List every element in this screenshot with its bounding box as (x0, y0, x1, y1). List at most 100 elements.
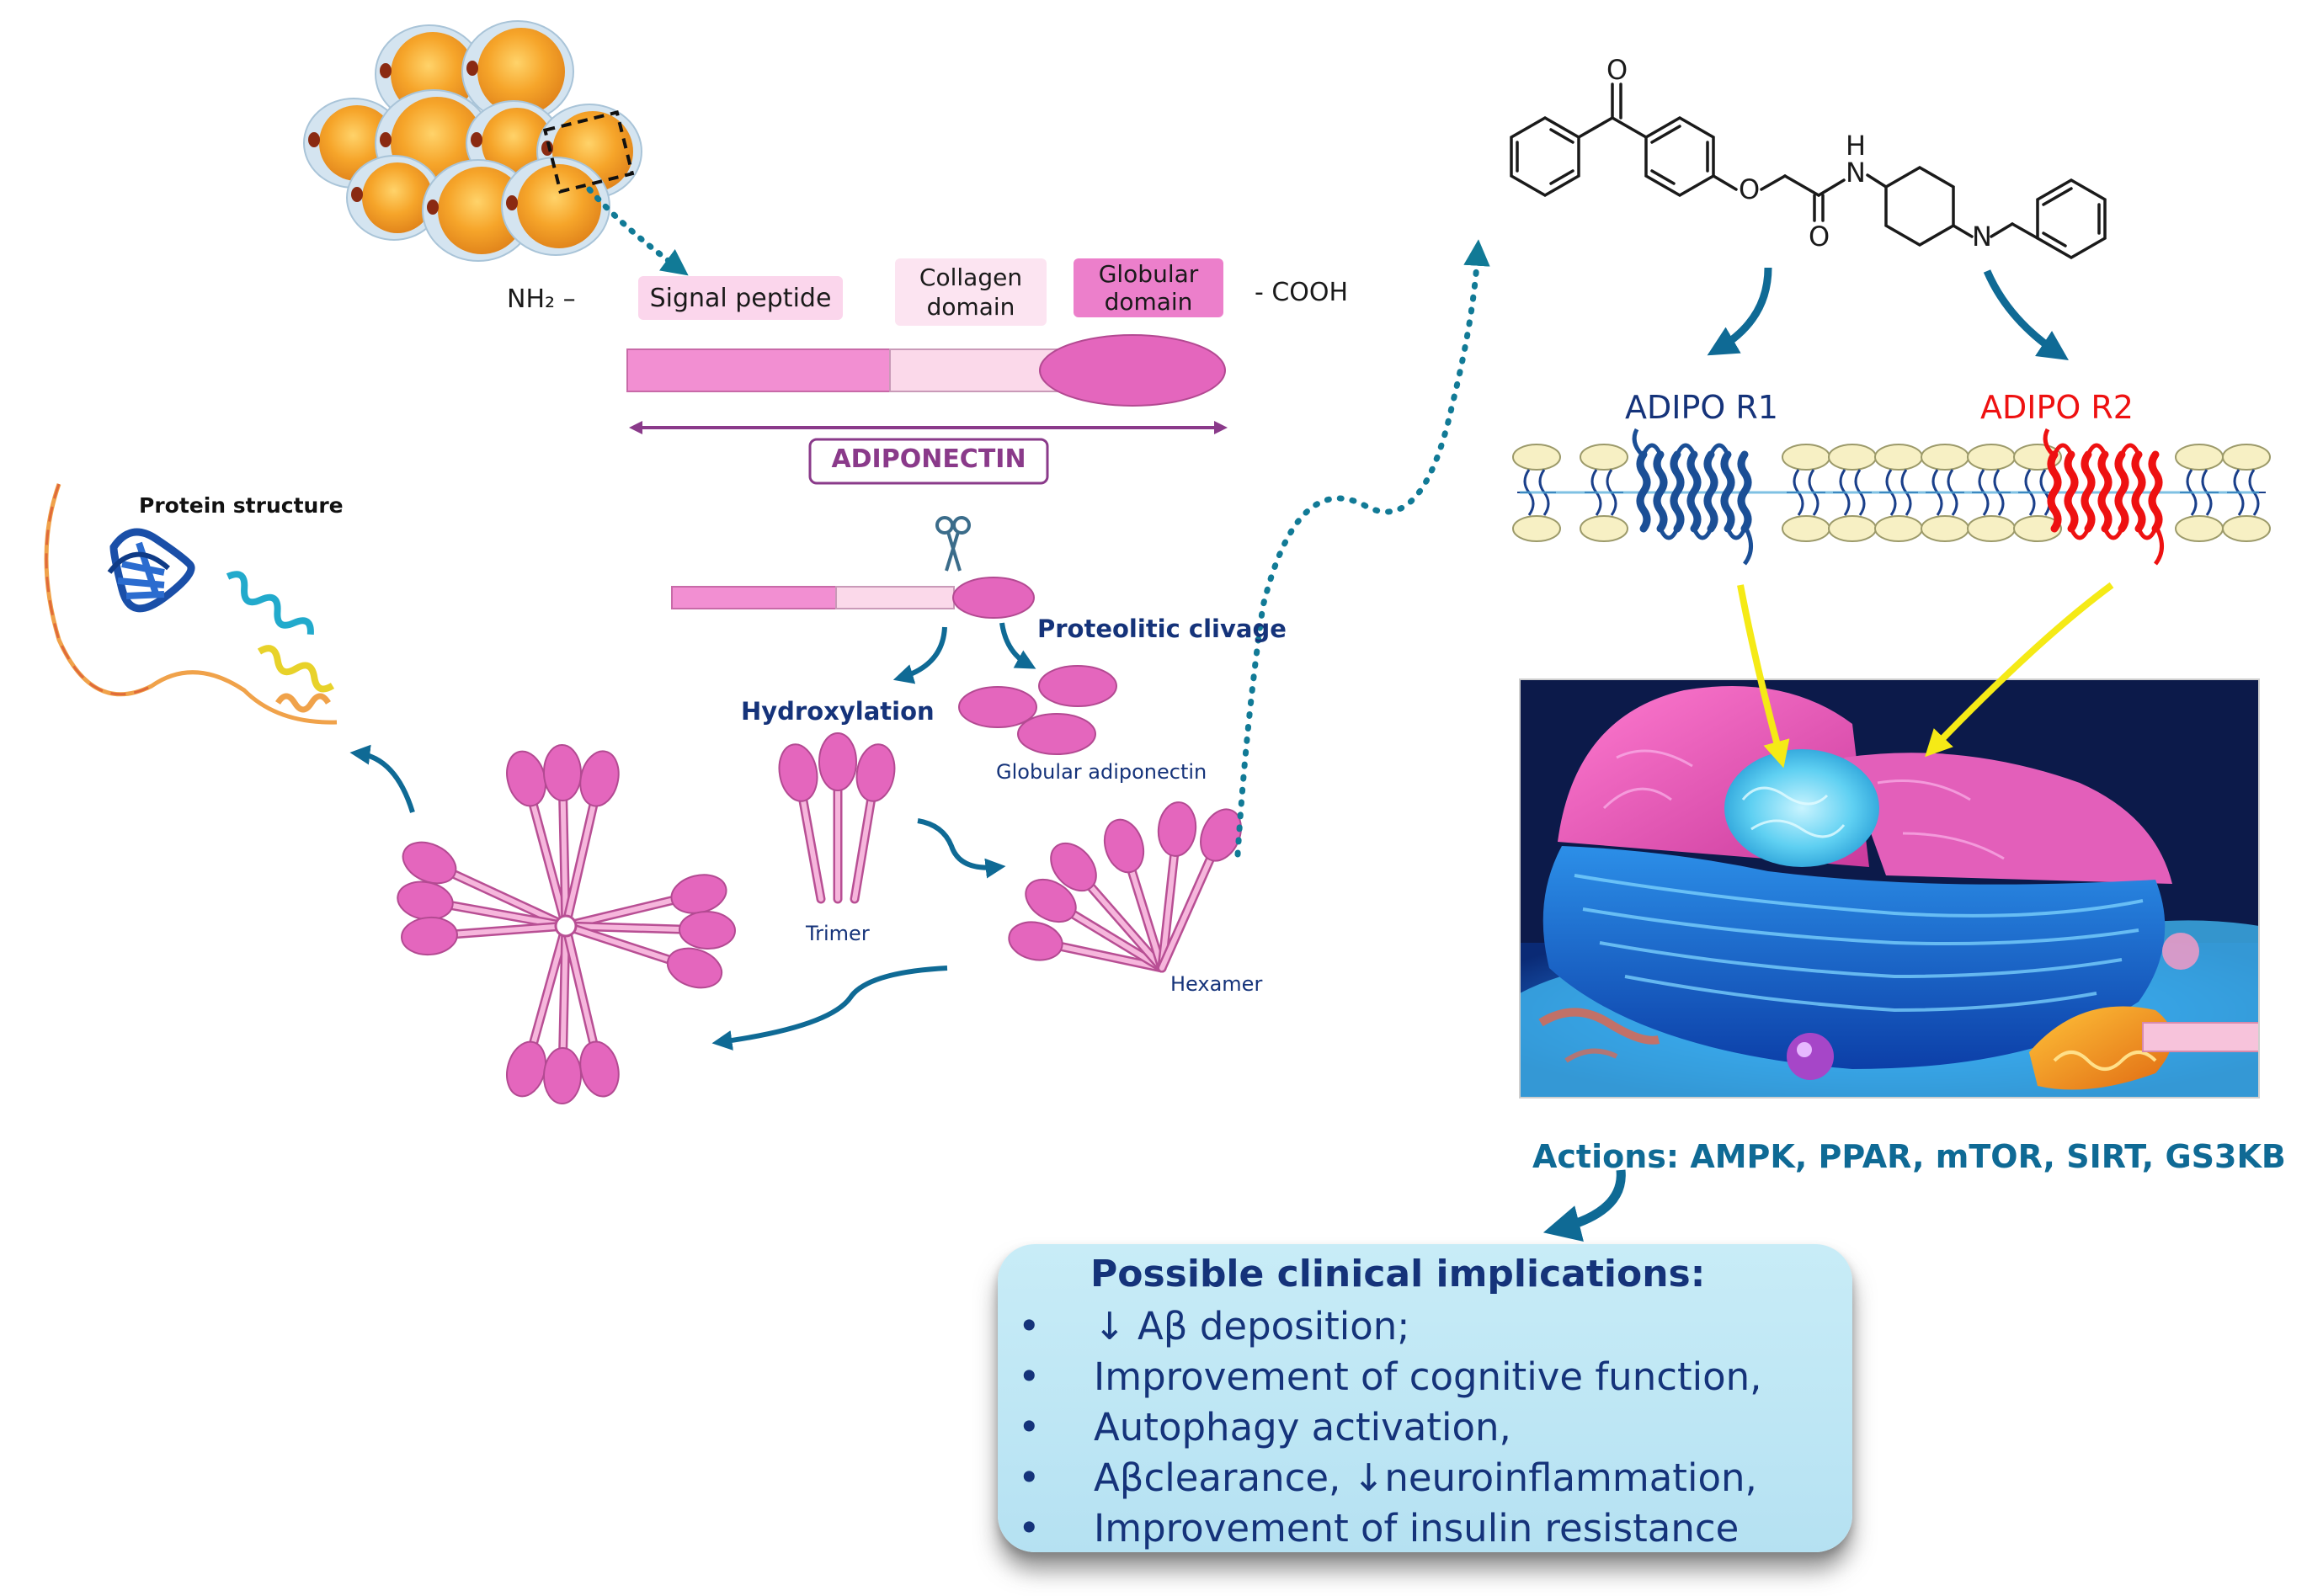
globular-domain-text-2: domain (1104, 288, 1193, 316)
arrow-to-protein-structure (349, 744, 415, 813)
adiponectin-monomer (402, 841, 571, 931)
bullet: • (1018, 1304, 1041, 1349)
globular-domain-segment (1039, 334, 1226, 407)
adipo-r2-receptor (2043, 428, 2164, 566)
trimer-structure (778, 732, 896, 904)
hexamer-structure (1008, 801, 1242, 973)
lipid-unit (1580, 444, 1628, 542)
clinical-item-text: ↓ Aβ deposition; (1094, 1304, 1410, 1349)
adipo-r1-receptor (1632, 428, 1753, 566)
adipo-r2-label: ADIPO R2 (1980, 389, 2134, 426)
collagen-domain-text-1: Collagen (919, 263, 1023, 291)
clinical-implications-title: Possible clinical implications: (1090, 1253, 1706, 1295)
list-item: • Aβclearance, ↓neuroinflammation, (1015, 1453, 1761, 1503)
signal-arrow-r1 (1737, 584, 1790, 769)
nitrogen-atom-piperidine: N (1972, 221, 1992, 253)
collagen-domain-label: Collagen domain (895, 258, 1047, 326)
clinical-implications-box: Possible clinical implications: • ↓ Aβ de… (998, 1244, 1852, 1552)
hexamer-label: Hexamer (1170, 972, 1263, 996)
globular-adiponectin-label: Globular adiponectin (996, 760, 1207, 784)
bullet: • (1018, 1354, 1041, 1399)
cell-illustration (1519, 678, 2260, 1099)
adiponectin-monomer (561, 921, 620, 1098)
adiponectin-monomer (561, 910, 736, 950)
high-molecular-weight-oligomer (397, 744, 736, 1104)
adiponectin-monomer (542, 744, 583, 931)
adiponectin-monomer (1157, 808, 1242, 973)
arrow-molecule-to-r2 (1983, 269, 2069, 360)
zoom-selection-box (542, 110, 635, 194)
oxygen-atom-ether: O (1739, 173, 1760, 205)
clinical-item-text: Aβclearance, ↓neuroinflammation, (1094, 1455, 1757, 1500)
signal-peptide-text: Signal peptide (649, 283, 832, 313)
hydroxylation-label: Hydroxylation (741, 697, 935, 726)
globular-domain-text-1: Globular (1098, 260, 1199, 288)
adiponectin-label: ADIPONECTIN (831, 444, 1026, 474)
adiponectin-monomer (506, 750, 571, 931)
adiponectin-monomer (561, 921, 723, 989)
arrow-hexamer-to-oligomer (711, 966, 948, 1051)
dotted-arrow-to-molecule (1234, 239, 1490, 858)
cleavage-bar (671, 577, 1035, 619)
list-item: • Improvement of insulin resistance (1015, 1503, 1761, 1554)
scissors-icon (935, 516, 971, 572)
arrow-trimer-to-hexamer (917, 818, 1006, 879)
globular-adiponectin-group (958, 665, 1117, 755)
hydrogen-atom: H (1846, 130, 1866, 162)
adipocyte-cell (461, 20, 574, 123)
oxygen-atom-carbonyl: O (1606, 54, 1628, 86)
adipocyte-cell (346, 155, 442, 241)
adiponectin-monomer (818, 732, 857, 904)
list-item: • Improvement of cognitive function, (1015, 1352, 1761, 1402)
trimer-label: Trimer (806, 922, 870, 945)
adiponectin-label-frame (808, 438, 1049, 485)
clinical-item-text: Improvement of cognitive function, (1094, 1354, 1762, 1399)
cell-membrane (1512, 444, 2271, 542)
arrow-to-hydroxylation (892, 626, 947, 684)
adiponectin-monomer (1025, 878, 1167, 973)
c-terminus-label: - COOH (1255, 278, 1349, 307)
adiponectin-monomer (1157, 801, 1197, 973)
bullet: • (1018, 1405, 1041, 1450)
adiponectin-monomer (506, 921, 571, 1098)
clinical-item-text: Autophagy activation, (1094, 1405, 1511, 1450)
clinical-implications-list: • ↓ Aβ deposition; • Improvement of cognit… (1015, 1301, 1761, 1554)
arrow-actions-to-clinical (1542, 1169, 1626, 1242)
adipocyte-cell (501, 157, 610, 256)
adipo-r1-label: ADIPO R1 (1625, 389, 1778, 426)
adiponectin-monomer (401, 916, 571, 956)
adiponectin-monomer (1103, 818, 1167, 973)
adiponectin-monomer (397, 880, 571, 931)
adiponectin-monomer (778, 743, 826, 904)
list-item: • Autophagy activation, (1015, 1402, 1761, 1453)
bullet: • (1018, 1506, 1041, 1551)
zoom-dotted-arrow (586, 186, 689, 276)
globular-domain-label: Globular domain (1074, 258, 1223, 317)
adiponectin-monomer (542, 921, 583, 1104)
signal-arrow-r2 (1925, 582, 2114, 758)
collagen-domain-text-2: domain (926, 293, 1015, 321)
lipid-unit (2222, 444, 2271, 542)
bullet: • (1018, 1455, 1041, 1500)
signal-peptide-segment (626, 348, 891, 392)
protein-structure-label: Protein structure (139, 493, 344, 518)
n-terminus-label: NH₂ – (507, 285, 576, 314)
protein-structure-ribbon (44, 483, 338, 725)
signal-peptide-label: Signal peptide (638, 276, 843, 320)
oxygen-atom-amide: O (1809, 221, 1830, 253)
adiponectin-monomer (561, 750, 620, 931)
arrow-molecule-to-r1 (1707, 267, 1772, 356)
adipocyte-cluster (303, 20, 642, 262)
adiponectin-monomer (1008, 921, 1167, 973)
adiponectin-domain-bar (626, 334, 1228, 485)
actions-label: Actions: AMPK, PPAR, mTOR, SIRT, GS3KB (1532, 1138, 2286, 1175)
proteolytic-cleavage-label: Proteolitic clivage (1037, 614, 1287, 643)
clinical-item-text: Improvement of insulin resistance (1094, 1506, 1740, 1551)
adiporon-molecule (1510, 82, 2107, 260)
nitrogen-atom-amide: N (1846, 157, 1866, 189)
adiponectin-monomer (850, 743, 896, 904)
arrow-to-globular (999, 622, 1036, 669)
lipid-unit (2175, 444, 2224, 542)
adiponectin-monomer (1050, 842, 1167, 973)
